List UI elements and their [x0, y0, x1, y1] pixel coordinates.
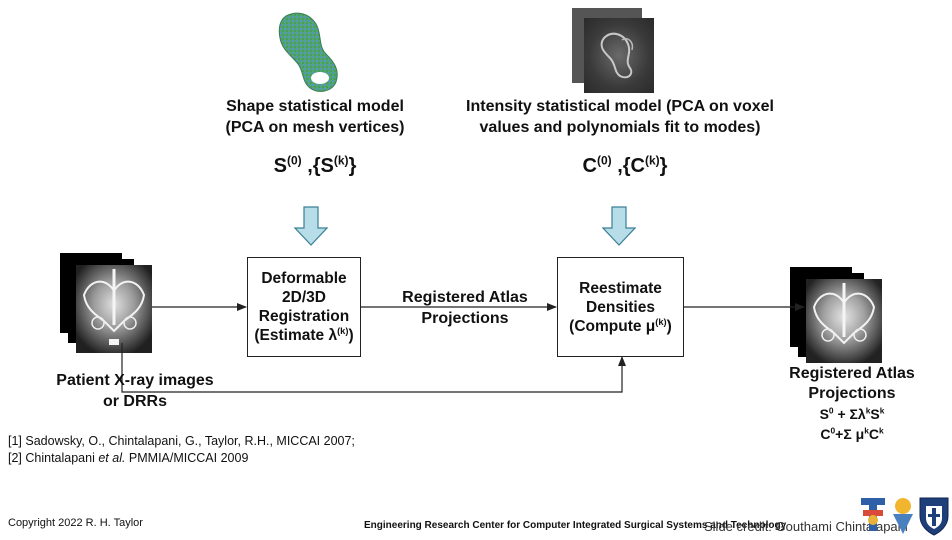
atlas-xray-front [806, 279, 882, 363]
jhu-shield-icon [919, 497, 949, 536]
registration-line4-sup: (k) [337, 325, 349, 336]
atlas-xray-pelvis [806, 279, 882, 363]
registration-line1: Deformable [261, 270, 347, 287]
output-formula-c0: C [820, 426, 831, 442]
output-formula-mu-sup: k [864, 425, 869, 436]
ct-pelvis-outline [600, 32, 634, 79]
registration-line4: (Estimate λ(k)) [254, 326, 353, 345]
reestimate-line1: Reestimate [579, 279, 662, 297]
shape-model-title-line2: (PCA on mesh vertices) [225, 119, 405, 136]
middle-registered-atlas-label: Registered Atlas Projections [380, 287, 550, 329]
middle-label-line2: Projections [421, 310, 509, 327]
patient-label-line1: Patient X-ray images [56, 372, 214, 389]
output-formula-c0-sup: 0 [830, 425, 836, 436]
intensity-formula-sup0: (0) [596, 153, 612, 168]
pelvis-mesh-image [278, 12, 338, 92]
output-formula-sk: S [870, 406, 880, 422]
reestimate-line3-pre: (Compute μ [569, 317, 656, 335]
intensity-model-title-line1: Intensity statistical model (PCA on voxe… [466, 98, 774, 115]
registered-atlas-output-label: Registered Atlas Projections S0 + ΣλkSk … [762, 364, 942, 444]
reestimate-line3-sup: (k) [655, 316, 667, 327]
reestimate-line3-post: ) [666, 317, 672, 335]
reference-1: [1] Sadowsky, O., Chintalapani, G., Tayl… [8, 434, 355, 448]
shape-formula-sup0: (0) [286, 153, 302, 168]
shape-formula-supk: (k) [333, 153, 349, 168]
shape-model-title: Shape statistical model (PCA on mesh ver… [200, 96, 430, 138]
patient-label-line2: or DRRs [102, 393, 167, 410]
output-formula-ck-sup: k [878, 425, 884, 436]
registration-line2: 2D/3D [282, 289, 326, 306]
reference-2-pre: [2] Chintalapani [8, 451, 99, 465]
intensity-formula-mid: ,{C [611, 155, 645, 177]
output-formula-lambda-sup: k [865, 405, 871, 416]
lcsr-logo-icon [893, 498, 913, 534]
shape-formula-end: } [348, 155, 357, 177]
copyright-footer: Copyright 2022 R. H. Taylor [8, 517, 143, 529]
intensity-model-formula: C(0) ,{C(k)} [540, 153, 710, 178]
output-formula-sum-mu: +Σ μ [835, 426, 865, 442]
shape-formula-s: S [273, 155, 287, 177]
registration-line4-post: ) [348, 327, 354, 344]
shape-model-title-line1: Shape statistical model [226, 98, 404, 115]
slide-credit: Slide credit: Gouthami Chintalapani [704, 519, 908, 534]
reference-2-post: PMMIA/MICCAI 2009 [125, 451, 249, 465]
patient-xray-front [76, 265, 152, 353]
reference-2: [2] Chintalapani et al. PMMIA/MICCAI 200… [8, 450, 568, 467]
output-formula-sk-sup: k [879, 405, 885, 416]
reestimate-densities-box: Reestimate Densities (Compute μ(k)) [557, 257, 684, 357]
ct-slice-front [584, 18, 654, 93]
intensity-down-arrow [602, 206, 636, 246]
shape-down-arrow [294, 206, 328, 246]
shape-model-formula: S(0) ,{S(k)} [230, 153, 400, 178]
erc-logo-icon [861, 498, 885, 531]
middle-label-line1: Registered Atlas [402, 289, 528, 306]
output-formula-ck: C [868, 426, 879, 442]
output-label-line1: Registered Atlas [789, 365, 915, 382]
erc-footer: Engineering Research Center for Computer… [364, 520, 787, 531]
registration-line4-pre: (Estimate λ [254, 327, 338, 344]
intensity-formula-supk: (k) [645, 153, 660, 168]
output-label-line3: S0 + ΣλkSk [762, 404, 942, 424]
references: [1] Sadowsky, O., Chintalapani, G., Tayl… [8, 433, 568, 467]
reestimate-line2: Densities [586, 298, 655, 316]
output-label-line2: Projections [808, 385, 896, 402]
reference-2-italic: et al. [98, 451, 126, 465]
intensity-formula-c: C [582, 155, 597, 177]
xray-to-reestimate-feedback-line [121, 343, 626, 393]
shape-formula-mid: ,{S [301, 155, 334, 177]
reestimate-line3: (Compute μ(k)) [569, 317, 672, 336]
intensity-model-title-line2: values and polynomials fit to modes) [479, 119, 761, 136]
registration-line3: Registration [258, 308, 350, 325]
output-label-line4: C0+Σ μkCk [762, 424, 942, 444]
deformable-registration-box: Deformable 2D/3D Registration (Estimate … [247, 257, 361, 357]
intensity-formula-end: } [659, 155, 668, 177]
output-formula-s0-sup: 0 [828, 405, 834, 416]
output-formula-s0: S [819, 406, 829, 422]
intensity-model-title: Intensity statistical model (PCA on voxe… [440, 96, 800, 138]
patient-xray-pelvis [76, 265, 152, 353]
patient-xray-label: Patient X-ray images or DRRs [30, 370, 240, 412]
output-formula-sum-lambda: + Σλ [833, 406, 866, 422]
